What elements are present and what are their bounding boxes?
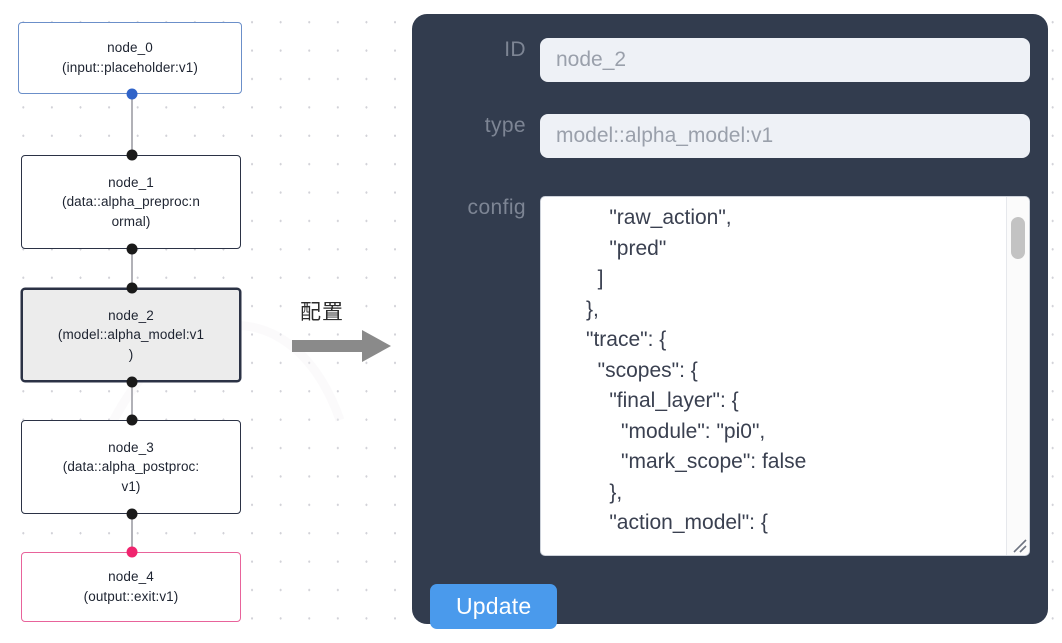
graph-node-node_0[interactable]: node_0 (input::placeholder:v1) — [18, 22, 242, 94]
annotation-arrow-group: 配置 — [292, 296, 402, 366]
node-handle-source-node_2[interactable] — [126, 376, 138, 388]
edge-node_1-node_2 — [131, 249, 133, 288]
graph-node-label: node_1 (data::alpha_preproc:n ormal) — [61, 174, 201, 229]
annotation-arrow-label: 配置 — [300, 300, 344, 324]
graph-node-node_2[interactable]: node_2 (model::alpha_model:v1 ) — [21, 288, 241, 382]
id-field-row: ID — [430, 38, 1030, 82]
node-handle-source-node_0[interactable] — [126, 88, 138, 100]
config-field-label: config — [467, 196, 526, 219]
config-field-row: config — [430, 196, 1030, 556]
node-handle-target-node_4[interactable] — [126, 546, 138, 558]
resize-handle-icon[interactable] — [1010, 536, 1028, 554]
edge-node_0-node_1 — [131, 94, 133, 155]
node-handle-source-node_3[interactable] — [126, 508, 138, 520]
graph-node-label: node_4 (output::exit:v1) — [83, 569, 179, 604]
graph-node-node_4[interactable]: node_4 (output::exit:v1) — [21, 552, 241, 622]
node-handle-target-node_1[interactable] — [126, 149, 138, 161]
graph-node-label: node_2 (model::alpha_model:v1 ) — [57, 307, 205, 362]
config-textarea[interactable] — [540, 196, 1030, 556]
graph-node-label: node_0 (input::placeholder:v1) — [62, 40, 198, 75]
edge-node_3-node_4 — [131, 514, 133, 552]
config-scrollbar-track[interactable] — [1006, 197, 1029, 555]
node-handle-source-node_1[interactable] — [126, 243, 138, 255]
type-field-row: type — [430, 114, 1030, 158]
graph-node-label: node_3 (data::alpha_postproc: v1) — [62, 439, 200, 494]
update-button[interactable]: Update — [430, 584, 558, 629]
id-field-label: ID — [504, 38, 526, 61]
edge-node_2-node_3 — [131, 382, 133, 420]
graph-node-node_1[interactable]: node_1 (data::alpha_preproc:n ormal) — [21, 155, 241, 249]
graph-node-node_3[interactable]: node_3 (data::alpha_postproc: v1) — [21, 420, 241, 514]
type-input[interactable] — [540, 114, 1030, 158]
config-textarea-wrap — [540, 196, 1030, 556]
node-config-panel: ID type config Update — [412, 14, 1048, 629]
node-handle-target-node_2[interactable] — [126, 282, 138, 294]
id-input[interactable] — [540, 38, 1030, 82]
node-handle-target-node_3[interactable] — [126, 414, 138, 426]
type-field-label: type — [484, 114, 526, 137]
right-arrow-icon — [292, 330, 391, 362]
config-scrollbar-thumb[interactable] — [1011, 217, 1025, 259]
